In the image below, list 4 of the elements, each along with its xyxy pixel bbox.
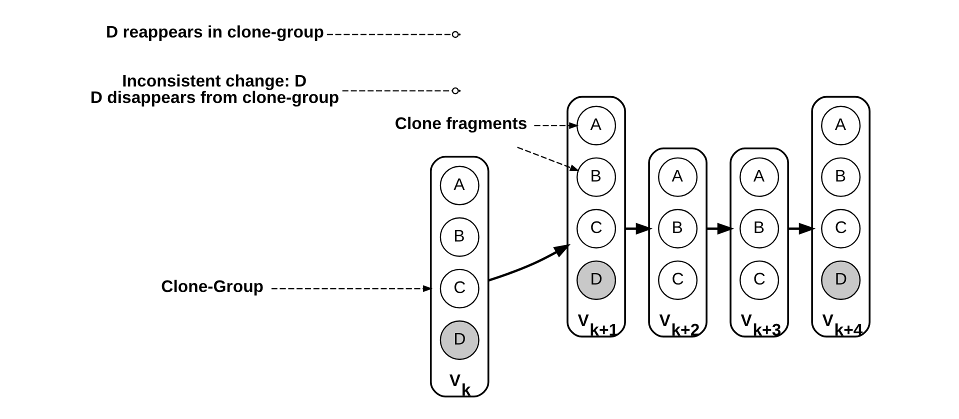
node-text: Clone-Group: [160, 276, 264, 296]
node-text: D reappears in clone-group: [105, 22, 324, 42]
node-text: Inconsistent change: D D disappears from clone-group: [90, 71, 339, 108]
node-text: Clone fragments: [394, 114, 527, 133]
